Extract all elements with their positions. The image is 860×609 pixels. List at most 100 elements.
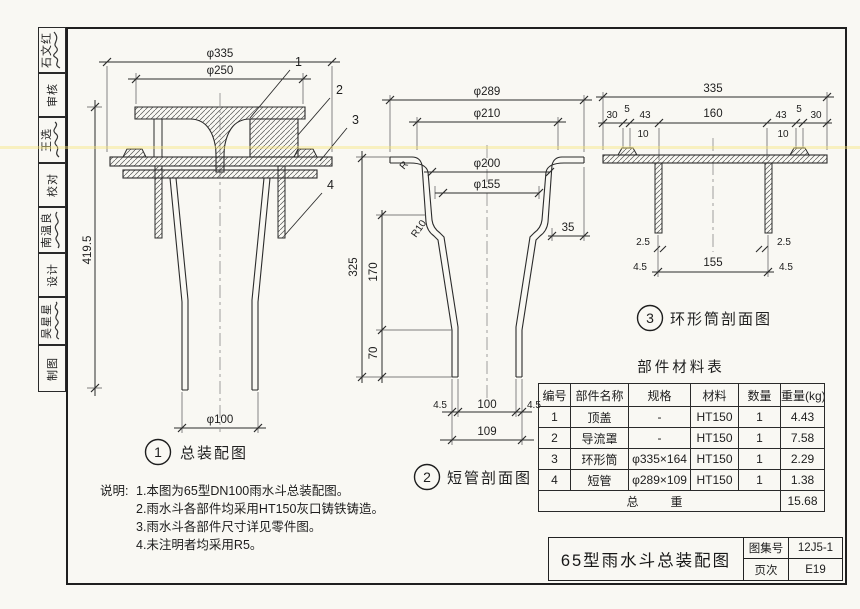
ring-cylinder-section	[109, 148, 333, 239]
designer-label: 设计	[47, 263, 59, 287]
deflector-section	[249, 118, 299, 158]
svg-text:环形筒剖面图: 环形筒剖面图	[670, 311, 772, 328]
short-pipe-profile	[389, 156, 585, 378]
col-header: 重量(kg)	[780, 383, 825, 407]
sheet-border-frame	[66, 27, 847, 585]
atlas-number-label: 图集号	[744, 538, 789, 559]
table-title: 部件材料表	[637, 360, 725, 376]
svg-text:φ335: φ335	[207, 48, 234, 60]
svg-text:109: 109	[477, 426, 496, 438]
part-ref-2: 2	[336, 83, 343, 97]
cell: 1	[738, 469, 781, 491]
titleblock-cell-designer-name: 南温良	[38, 207, 66, 253]
short-pipe-section	[122, 169, 318, 391]
ring-cylinder-profile	[602, 147, 828, 234]
table-row: 4 短管 φ289×109 HT150 1 1.38	[538, 469, 825, 491]
table-header-row: 编号 部件名称 规格 材料 数量 重量(kg)	[538, 383, 825, 407]
svg-text:43: 43	[639, 110, 651, 121]
svg-text:4.5: 4.5	[527, 400, 541, 411]
cover-leg	[153, 118, 163, 158]
svg-text:70: 70	[368, 347, 380, 360]
svg-text:φ250: φ250	[207, 65, 234, 77]
note-item: 2.雨水斗各部件均采用HT150灰口铸铁铸造。	[136, 502, 384, 516]
svg-text:5: 5	[624, 104, 630, 115]
ring-cylinder-drawing: 335 30 5 43 160 43 5 30 10 10 2.5	[596, 83, 834, 332]
svg-text:5: 5	[796, 104, 802, 115]
titleblock-cell-drafter-name: 吴星星	[38, 297, 66, 345]
svg-text:160: 160	[703, 108, 722, 120]
dim-109: 109	[440, 426, 534, 445]
part-ref-4: 4	[327, 178, 334, 192]
col-header: 编号	[538, 383, 571, 407]
drawing3-caption: 3 环形筒剖面图	[636, 304, 772, 332]
svg-text:3: 3	[646, 310, 654, 326]
total-value: 15.68	[780, 490, 825, 512]
svg-text:2.5: 2.5	[636, 237, 650, 248]
dim-wall-tapers: 2.5 2.5 4.5 4.5	[633, 237, 793, 273]
short-pipe-drawing: φ289 φ210 φ200 φ155	[348, 86, 592, 491]
svg-text:335: 335	[703, 83, 722, 95]
titleblock-cell-proofer-name: 王选	[38, 117, 66, 163]
titleblock-cell-designer-label: 设计	[38, 253, 66, 297]
svg-text:4.5: 4.5	[633, 262, 647, 273]
cell: 短管	[570, 469, 629, 491]
titleblock-cell-drafter-label: 制图	[38, 345, 66, 392]
titleblock-cell-reviewer-label: 审核	[38, 73, 66, 117]
reviewer-label: 审核	[47, 83, 59, 107]
svg-text:2: 2	[423, 469, 431, 485]
notes-block: 说明: 1.本图为65型DN100雨水斗总装配图。 2.雨水斗各部件均采用HT1…	[100, 482, 420, 554]
svg-text:总装配图: 总装配图	[180, 445, 248, 462]
signature-scribble	[50, 210, 68, 250]
note-item: 1.本图为65型DN100雨水斗总装配图。	[136, 484, 350, 498]
sheet-title: 65型雨水斗总装配图	[549, 538, 744, 580]
cell: 7.58	[780, 427, 825, 449]
svg-text:φ289: φ289	[474, 86, 501, 98]
cell: 4	[538, 469, 571, 491]
svg-text:325: 325	[348, 257, 360, 276]
svg-text:170: 170	[368, 262, 380, 281]
cell: 2.29	[780, 448, 825, 470]
cell: 4.43	[780, 406, 825, 428]
dim-phi100: φ100	[174, 392, 266, 433]
dim-335: 335	[596, 83, 834, 150]
cell: -	[628, 406, 691, 428]
col-header: 规格	[628, 383, 691, 407]
titleblock-cell-proofer-label: 校对	[38, 163, 66, 207]
note-item: 4.未注明者均采用R5。	[136, 538, 263, 552]
dim-phi250: φ250	[128, 65, 311, 104]
cell: -	[628, 427, 691, 449]
svg-text:43: 43	[775, 110, 787, 121]
svg-text:10: 10	[637, 129, 649, 140]
note-item: 3.雨水斗各部件尺寸详见零件图。	[136, 520, 322, 534]
cell: HT150	[690, 448, 739, 470]
svg-text:1: 1	[154, 444, 162, 460]
svg-text:φ100: φ100	[207, 414, 234, 426]
col-header: 数量	[738, 383, 781, 407]
table-total-row: 总 重 15.68	[538, 490, 825, 512]
total-label: 总 重	[538, 490, 781, 512]
notes-label: 说明:	[100, 484, 129, 498]
cell: 1	[738, 427, 781, 449]
cell: 2	[538, 427, 571, 449]
signature-scribble	[50, 30, 68, 70]
cell: 1	[738, 406, 781, 428]
svg-text:419.5: 419.5	[82, 236, 94, 265]
signature-scribble	[50, 120, 68, 160]
cell: 1	[738, 448, 781, 470]
svg-text:短管剖面图: 短管剖面图	[447, 470, 532, 487]
cell: φ289×109	[628, 469, 691, 491]
col-header: 材料	[690, 383, 739, 407]
svg-text:30: 30	[606, 110, 618, 121]
dim-35: 35	[547, 167, 590, 241]
dim-155: 155	[652, 235, 774, 277]
col-header: 部件名称	[570, 383, 629, 407]
dim-170-70: 170 70	[368, 210, 452, 383]
parts-material-table: 部件材料表 编号 部件名称 规格 材料 数量 重量(kg) 1 顶盖 - HT1…	[538, 356, 825, 512]
atlas-number-value: 12J5-1	[789, 538, 842, 559]
cell: 顶盖	[570, 406, 629, 428]
page-number-value: E19	[805, 563, 826, 576]
dim-100-45: 4.5 100 4.5	[433, 379, 541, 445]
cell: HT150	[690, 469, 739, 491]
radius-label: R	[398, 159, 411, 172]
